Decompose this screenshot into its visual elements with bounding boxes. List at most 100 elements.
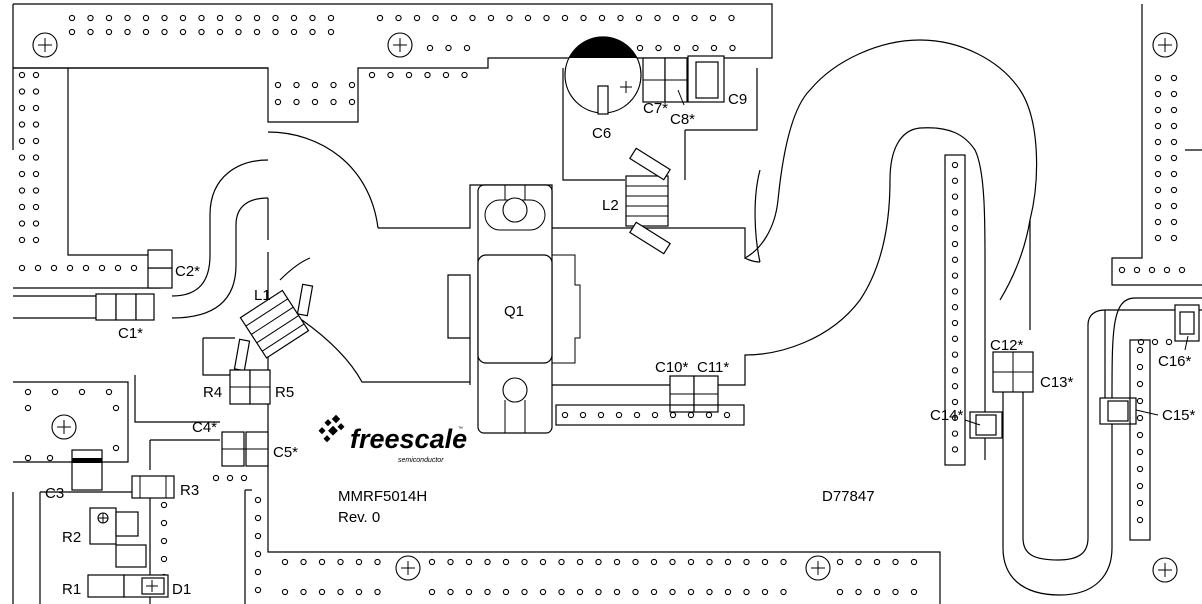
via-hole bbox=[761, 558, 769, 566]
via-hole bbox=[355, 588, 363, 596]
via-hole bbox=[635, 14, 643, 22]
mounting-hole bbox=[32, 32, 58, 58]
via-hole bbox=[1170, 90, 1178, 98]
rf-traces bbox=[13, 39, 1202, 596]
via-hole bbox=[309, 28, 316, 36]
via-hole bbox=[1136, 431, 1144, 439]
via-hole bbox=[355, 558, 363, 566]
via-hole bbox=[617, 14, 624, 22]
via-hole bbox=[1136, 448, 1144, 456]
via-hole bbox=[597, 411, 605, 419]
via-hole bbox=[1170, 138, 1178, 146]
via-hole bbox=[705, 411, 713, 419]
via-hole bbox=[892, 558, 899, 566]
via-hole bbox=[576, 588, 584, 596]
capacitor-c12-c13 bbox=[992, 351, 1034, 393]
via-hole bbox=[691, 14, 698, 22]
via-hole bbox=[461, 71, 468, 79]
via-hole bbox=[18, 236, 26, 244]
via-hole bbox=[692, 44, 699, 52]
via-hole bbox=[951, 383, 959, 390]
via-hole bbox=[98, 264, 106, 272]
via-hole bbox=[910, 558, 918, 566]
capacitor-c7-c8 bbox=[642, 57, 688, 103]
via-hole bbox=[1136, 346, 1144, 354]
via-hole bbox=[1170, 234, 1178, 242]
via-hole bbox=[32, 236, 40, 244]
component-labels: C1* C2* L1 R4 R5 C4* C5* R3 C3 R2 R1 D1 … bbox=[45, 91, 1196, 598]
via-hole bbox=[160, 519, 168, 527]
via-hole bbox=[1136, 482, 1144, 490]
via-hole bbox=[368, 71, 376, 79]
via-hole bbox=[1154, 90, 1162, 98]
via-hole bbox=[1154, 234, 1162, 242]
via-hole bbox=[318, 558, 326, 566]
via-hole bbox=[951, 209, 959, 216]
via-hole bbox=[18, 88, 26, 95]
label-l1: L1 bbox=[254, 287, 271, 304]
via-hole bbox=[669, 588, 676, 596]
via-hole bbox=[1170, 106, 1178, 114]
mounting-hole bbox=[1152, 32, 1178, 58]
via-hole bbox=[68, 28, 76, 36]
via-hole bbox=[650, 588, 658, 596]
via-hole bbox=[124, 14, 131, 22]
logo-subtitle: semiconductor bbox=[398, 457, 444, 464]
label-r2: R2 bbox=[62, 529, 81, 546]
logo-trademark: ™ bbox=[458, 426, 463, 432]
via-hole bbox=[1136, 499, 1144, 507]
via-hole bbox=[673, 44, 681, 52]
via-hole bbox=[32, 203, 40, 211]
via-hole bbox=[212, 474, 220, 482]
via-hole bbox=[450, 14, 458, 22]
via-hole bbox=[395, 14, 402, 22]
via-hole bbox=[1170, 122, 1178, 130]
via-hole bbox=[32, 104, 40, 112]
via-hole bbox=[1154, 106, 1162, 114]
via-hole bbox=[179, 14, 187, 22]
via-hole bbox=[873, 588, 881, 596]
via-hole bbox=[951, 256, 959, 263]
via-hole bbox=[465, 588, 473, 596]
mounting-hole bbox=[387, 32, 413, 58]
capacitor-c6 bbox=[564, 36, 642, 115]
capacitor-c9 bbox=[687, 55, 725, 103]
via-hole bbox=[198, 14, 205, 22]
inductor-l1-lead bbox=[296, 283, 314, 317]
via-hole bbox=[327, 28, 335, 36]
via-hole bbox=[18, 104, 26, 112]
via-hole bbox=[1154, 154, 1162, 162]
via-hole bbox=[330, 81, 337, 89]
via-hole bbox=[1154, 218, 1162, 226]
via-hole bbox=[654, 14, 661, 22]
via-hole bbox=[160, 501, 168, 509]
via-hole bbox=[254, 568, 262, 576]
logo-wordmark: freescale bbox=[350, 424, 467, 454]
via-hole bbox=[521, 558, 528, 566]
via-strip bbox=[944, 154, 966, 466]
via-hole bbox=[112, 444, 120, 452]
via-hole bbox=[951, 398, 959, 406]
via-hole bbox=[32, 154, 40, 161]
via-hole bbox=[272, 28, 279, 36]
via-hole bbox=[424, 71, 431, 79]
via-hole bbox=[348, 98, 356, 106]
via-hole bbox=[1137, 338, 1145, 346]
via-hole bbox=[761, 588, 769, 596]
via-hole bbox=[18, 121, 26, 128]
label-l2: L2 bbox=[602, 197, 619, 214]
via-hole bbox=[18, 71, 26, 79]
via-hole bbox=[179, 28, 187, 36]
label-c4: C4* bbox=[192, 419, 217, 436]
via-hole bbox=[487, 14, 495, 22]
capacitor-c2 bbox=[147, 249, 173, 289]
via-hole bbox=[337, 558, 344, 566]
via-hole bbox=[580, 14, 587, 22]
via-hole bbox=[32, 137, 40, 145]
via-hole bbox=[1154, 202, 1162, 210]
via-strip bbox=[555, 404, 745, 426]
via-hole bbox=[1136, 465, 1144, 473]
via-hole bbox=[951, 430, 959, 437]
via-hole bbox=[1178, 266, 1186, 274]
via-hole bbox=[951, 240, 959, 248]
